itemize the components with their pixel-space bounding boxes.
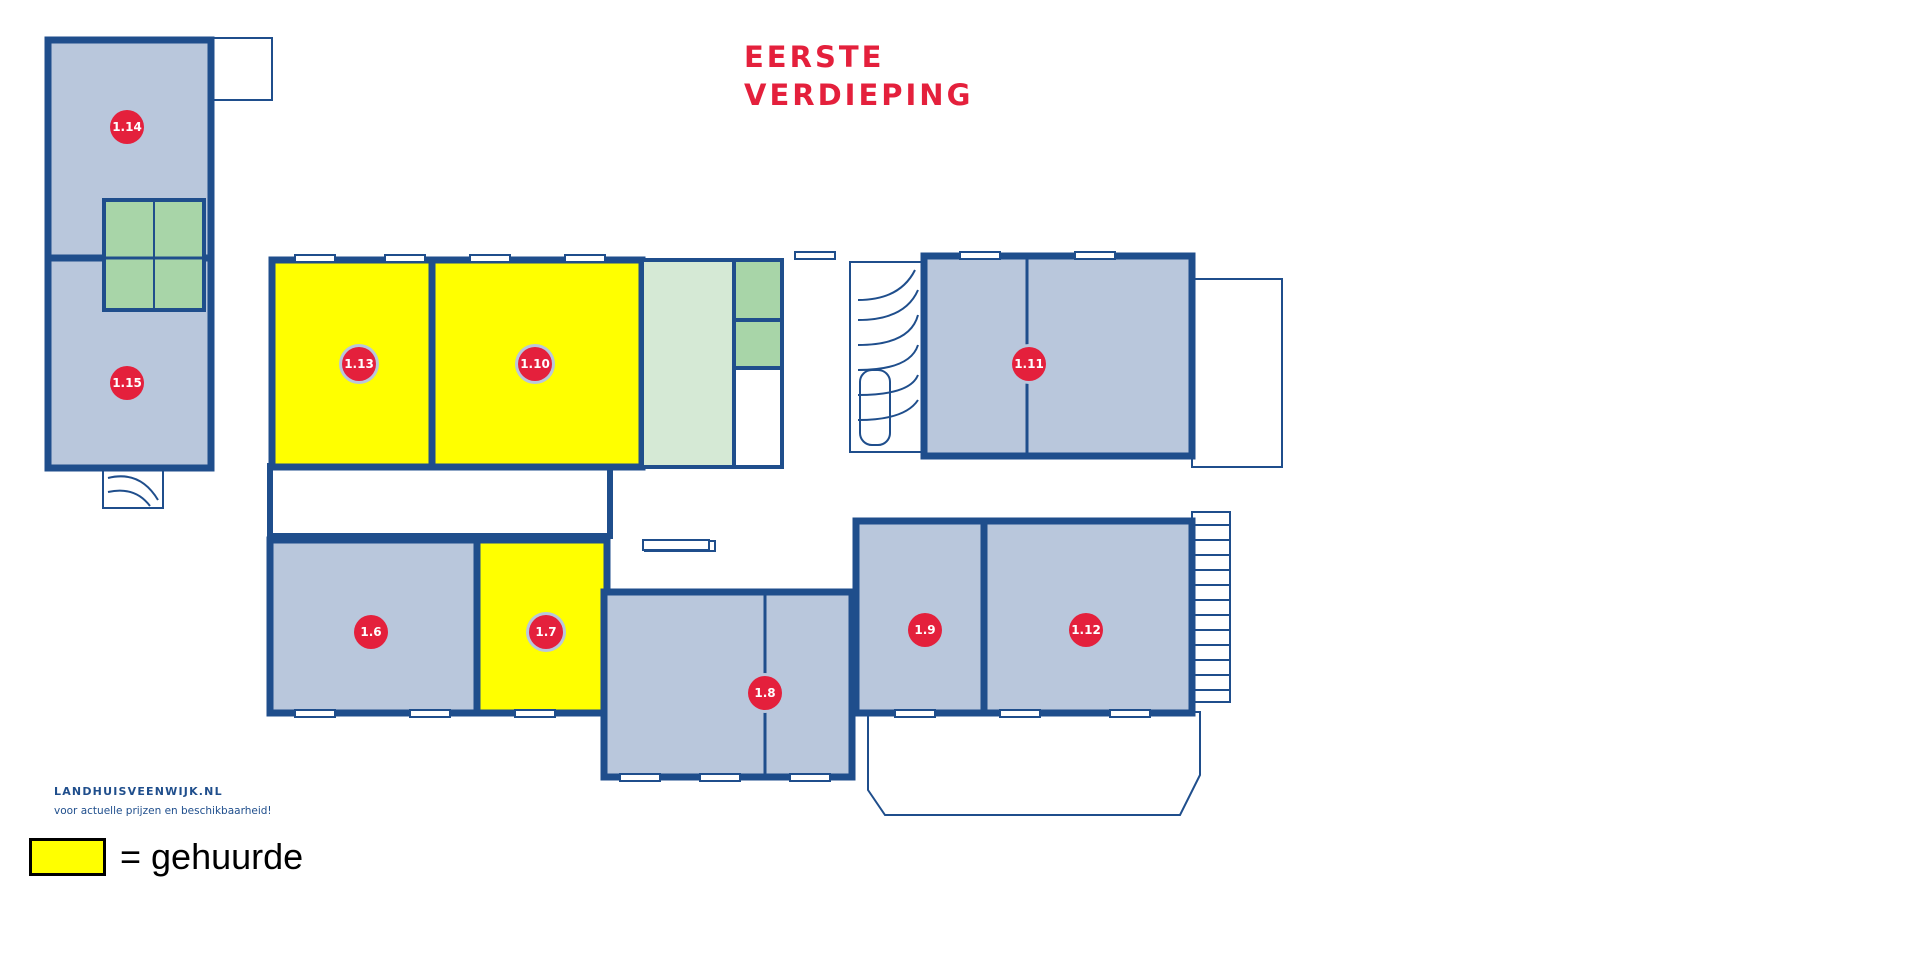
room-marker-1-15[interactable]: 1.15 [107,363,147,403]
room-marker-1-6[interactable]: 1.6 [351,612,391,652]
room-marker-circle [908,613,942,647]
room-marker-1-10[interactable]: 1.10 [515,344,555,384]
room-marker-circle [748,676,782,710]
room-1-8[interactable] [600,588,856,781]
staircase-east [1191,511,1231,703]
room-number-label: 1.6 [360,625,381,639]
room-1-11[interactable] [920,252,1196,460]
floor-title: EERSTE VERDIEPING [744,38,973,114]
room-number-label: 1.11 [1014,357,1044,371]
east-terrace-outline [1191,278,1283,468]
room-number-label: 1.13 [344,357,374,371]
corridor-west [267,463,613,539]
pantry-area [640,258,736,469]
toilet-1 [732,258,784,322]
floor-title-line-1: EERSTE [744,40,885,74]
room-marker-circle [518,347,552,381]
corridors [267,463,613,539]
room-marker-1-12[interactable]: 1.12 [1066,610,1106,650]
utility-closet [732,366,784,469]
room-marker-1-9[interactable]: 1.9 [905,610,945,650]
room-marker-circle [354,615,388,649]
room-marker-1-7[interactable]: 1.7 [526,612,566,652]
room-number-label: 1.8 [754,686,775,700]
legend-label: = gehuurde [120,836,304,877]
room-number-label: 1.14 [112,120,142,134]
legend: = gehuurde [29,834,303,880]
website-note: voor actuelle prijzen en beschikbaarheid… [54,805,272,817]
room-number-label: 1.7 [535,625,556,639]
room-marker-1-11[interactable]: 1.11 [1009,344,1049,384]
room-number-label: 1.10 [520,357,550,371]
room-number-label: 1.12 [1071,623,1101,637]
room-1-12[interactable] [980,517,1196,717]
room-marker-circle [110,366,144,400]
legend-swatch-rented [29,838,106,876]
room-marker-circle [1069,613,1103,647]
website-link[interactable]: LANDHUISVEENWIJK.NL [54,785,223,798]
room-marker-1-14[interactable]: 1.14 [107,107,147,147]
south-balcony-outline [867,711,1201,816]
staircase-west [102,467,164,509]
floor-title-line-2: VERDIEPING [744,78,974,112]
room-marker-circle [529,615,563,649]
windows [294,251,1151,782]
room-marker-circle [110,110,144,144]
room-marker-circle [342,347,376,381]
room-marker-circle [1012,347,1046,381]
room-number-label: 1.15 [112,376,142,390]
toilet-2 [732,318,784,370]
room-marker-1-13[interactable]: 1.13 [339,344,379,384]
north-corridor-outline [204,37,273,101]
room-marker-1-8[interactable]: 1.8 [745,673,785,713]
staircase-main [849,261,923,453]
room-number-label: 1.9 [914,623,935,637]
